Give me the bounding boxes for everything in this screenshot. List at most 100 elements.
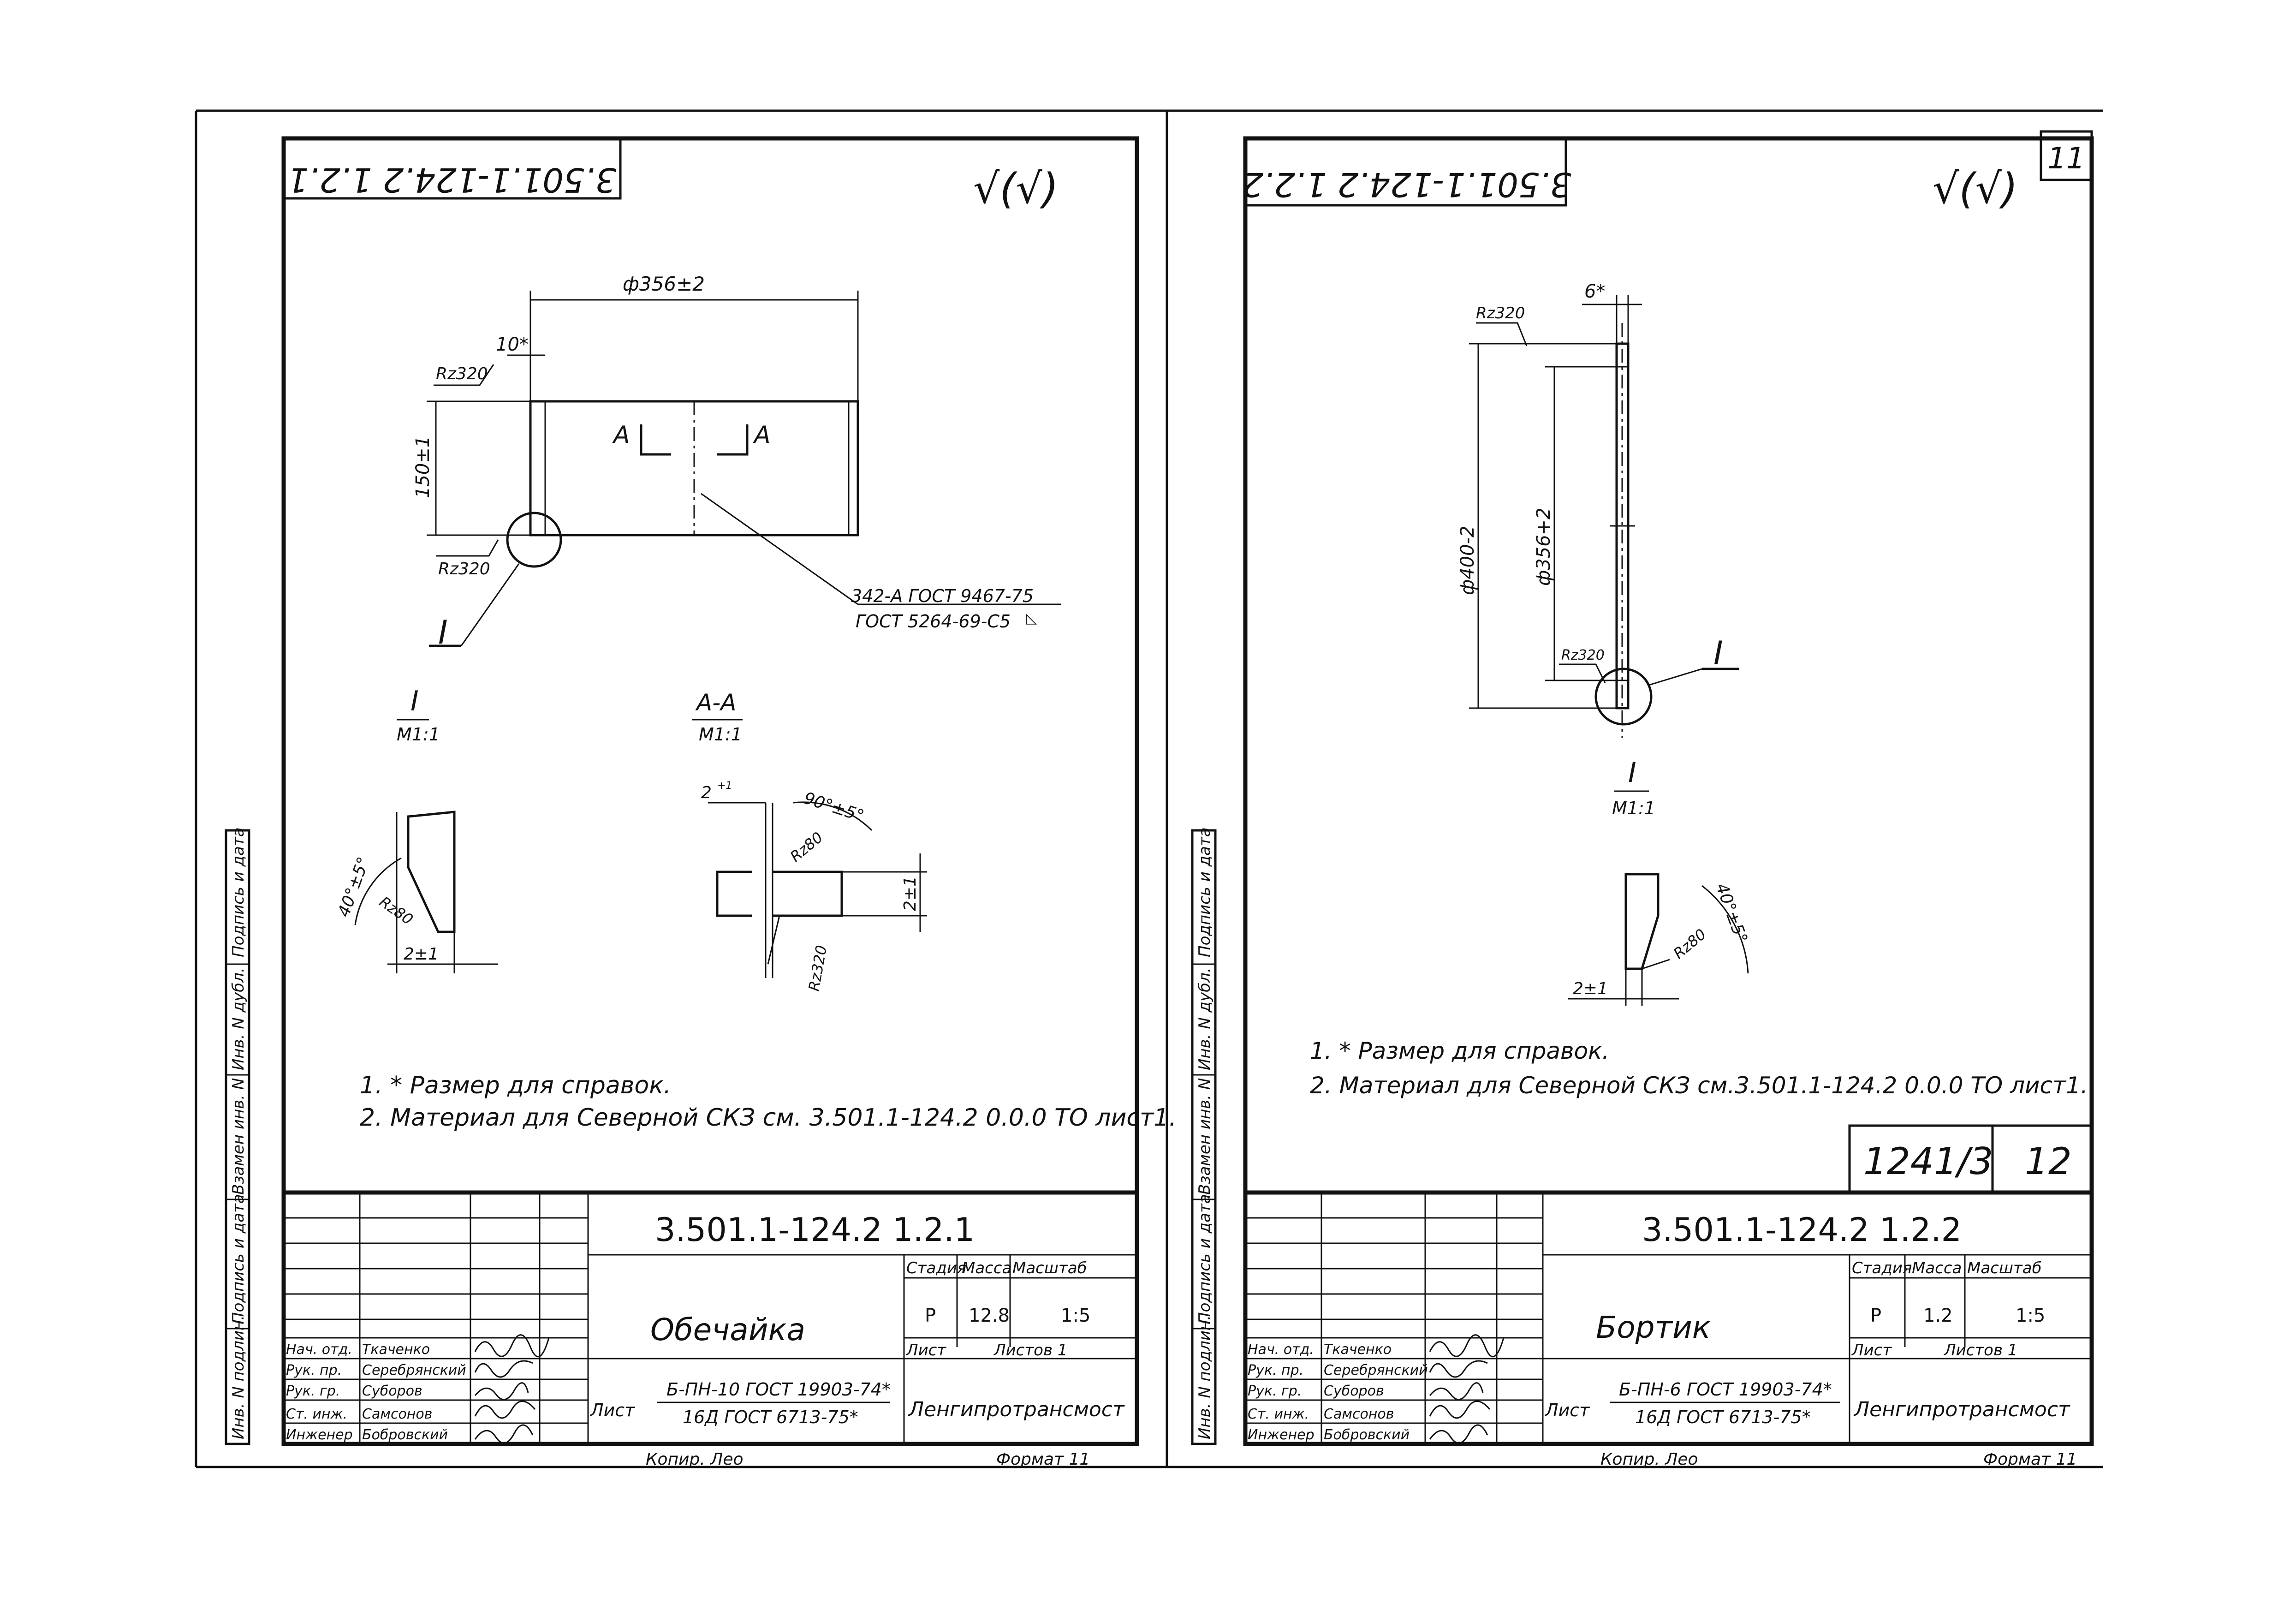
footer-left-2: Копир. Лео <box>1600 1450 1698 1469</box>
footer-right: Формат 11 <box>996 1450 1090 1469</box>
note-2: 2. Материал для Северной СКЗ см. 3.501.1… <box>360 1104 1177 1132</box>
stamp-header-mass: Масса <box>962 1259 1011 1277</box>
material-line-2: 16Д ГОСТ 6713-75* <box>683 1407 858 1427</box>
stamp-organization: Ленгипротрансмост <box>908 1398 1125 1421</box>
stamp2-header-scale: Масштаб <box>1967 1259 2042 1277</box>
album-sheet: 12 <box>2025 1140 2072 1183</box>
signatures-2 <box>1429 1334 1505 1444</box>
roughness-top: Rz320 <box>436 364 488 383</box>
material2-prefix: Лист <box>1544 1400 1590 1420</box>
title-block-2: 3.501.1-124.2 1.2.2 Бортик Стадия Масса … <box>1245 1190 2092 1444</box>
side2-label-4: Подпись и дата <box>1196 1194 1214 1324</box>
side-strip-2: Подпись и дата Инв. N дубл. Взамен инв. … <box>1191 827 1217 1445</box>
side2-label-1: Подпись и дата <box>1196 827 1214 957</box>
title-block: 3.501.1-124.2 1.2.1 Обечайка Стадия Масс… <box>284 1190 1137 1444</box>
roughness-top-2: Rz320 <box>1476 304 1525 322</box>
detail1-scale: М1:1 <box>397 724 440 745</box>
weld-note-2: ГОСТ 5264-69-С5 <box>856 611 1011 632</box>
footer-left: Копир. Лео <box>646 1450 744 1469</box>
note-1: 1. * Размер для справок. <box>360 1072 671 1099</box>
footer-right-2: Формат 11 <box>1983 1450 2077 1469</box>
detail-label-2: I <box>1628 757 1636 789</box>
dim-diameter: ф356±2 <box>623 273 705 295</box>
side-strip: Подпись и дата Инв. N дубл. Взамен инв. … <box>225 827 250 1445</box>
rotated-code-box-2: 3.501.1-124.2 1.2.2 <box>1242 138 1571 207</box>
detail-I-2: I М1:1 40°±5° Rz80 2±1 <box>1568 757 1751 1006</box>
detail2-rough-top: Rz80 <box>787 829 827 865</box>
detail2-gap: 2 <box>701 783 712 802</box>
detail1-label: I <box>410 685 419 717</box>
role2-3: Рук. гр. <box>1248 1383 1302 1399</box>
dim-outer: ф400-2 <box>1457 526 1478 595</box>
side2-label-2: Инв. N дубл. <box>1196 967 1214 1070</box>
drawing-frame-2 <box>1243 136 2094 1446</box>
detail2-label: А-А <box>695 689 736 716</box>
dim-top: 6* <box>1584 281 1605 302</box>
sheet-right: Подпись и дата Инв. N дубл. Взамен инв. … <box>1191 136 2094 1469</box>
stamp-list: Лист <box>905 1341 946 1360</box>
roughness-bottom: Rz320 <box>438 560 490 578</box>
detail-rough-2: Rz80 <box>1670 925 1710 962</box>
detail-I: I М1:1 40°±5° Rz80 2±1 <box>334 685 498 973</box>
stamp-value-mass: 12.8 <box>969 1305 1010 1326</box>
side-label-2: Инв. N дубл. <box>229 967 248 1070</box>
callout-label: I <box>438 614 448 651</box>
material2-line-2: 16Д ГОСТ 6713-75* <box>1635 1407 1811 1427</box>
material-prefix: Лист <box>589 1400 636 1420</box>
dim-wall: 10* <box>496 334 529 355</box>
note2-1: 1. * Размер для справок. <box>1310 1038 1609 1064</box>
section-A-A: А-А М1:1 2 +1 90°±5° Rz80 Rz320 2±1 <box>692 689 927 992</box>
rotated-code: 3.501.1-124.2 1.2.1 <box>287 161 616 199</box>
page-frame <box>195 109 2103 1468</box>
role-5: Инженер <box>286 1427 353 1443</box>
main-view-shell: А А ф356±2 10* 150±1 Rz320 Rz320 I <box>412 273 1061 651</box>
side-label-3: Взамен инв. N <box>229 1078 248 1195</box>
stamp2-value-stage: Р <box>1870 1305 1881 1326</box>
roughness-inner: Rz320 <box>1561 647 1605 663</box>
stamp-header-stage: Стадия <box>906 1259 966 1277</box>
surface-finish-mark-2: √(√) <box>1933 165 2018 213</box>
name2-2: Серебрянский <box>1324 1362 1428 1378</box>
sheet-left: Подпись и дата Инв. N дубл. Взамен инв. … <box>225 136 1177 1469</box>
side2-label-5: Инв. N подлин. <box>1196 1315 1214 1439</box>
stamp2-organization: Ленгипротрансмост <box>1853 1398 2070 1421</box>
role-3: Рук. гр. <box>286 1383 340 1399</box>
role-1: Нач. отд. <box>286 1342 352 1358</box>
section-mark-left: А <box>612 421 630 449</box>
callout-label-2: I <box>1713 634 1723 672</box>
role2-4: Ст. инж. <box>1248 1406 1309 1422</box>
side-label-4: Подпись и дата <box>229 1194 248 1324</box>
detail2-rough-bottom: Rz320 <box>805 944 830 992</box>
album-code: 1241/3 <box>1863 1140 1993 1183</box>
stamp-value-stage: Р <box>925 1305 936 1326</box>
name2-1: Ткаченко <box>1324 1342 1392 1358</box>
section-mark-right: А <box>753 421 771 449</box>
stamp2-header-mass: Масса <box>1912 1259 1962 1277</box>
detail-gap-2: 2±1 <box>1573 979 1608 998</box>
sheet-code: 3.501.1-124.2 1.2.1 <box>655 1211 975 1249</box>
role2-2: Рук. пр. <box>1248 1362 1303 1378</box>
dim-inner: ф356+2 <box>1533 507 1554 586</box>
detail-scale-2: М1:1 <box>1612 798 1655 818</box>
name-3: Суборов <box>362 1383 422 1399</box>
detail1-gap: 2±1 <box>404 945 439 964</box>
role-2: Рук. пр. <box>286 1362 342 1378</box>
dim-height: 150±1 <box>412 436 434 498</box>
name-5: Бобровский <box>362 1427 448 1443</box>
detail2-scale: М1:1 <box>699 724 742 745</box>
name2-4: Самсонов <box>1324 1406 1394 1422</box>
surface-finish-mark: √(√) <box>973 165 1059 213</box>
signatures <box>474 1334 550 1444</box>
name-2: Серебрянский <box>362 1362 466 1378</box>
page-number: 11 <box>2047 142 2085 176</box>
detail2-angle: 90°±5° <box>801 789 866 826</box>
note2-2: 2. Материал для Северной СКЗ см.3.501.1-… <box>1310 1072 2088 1099</box>
name-4: Самсонов <box>362 1406 432 1422</box>
stamp2-listov: Листов 1 <box>1943 1341 2017 1360</box>
detail2-gap-tol: +1 <box>717 780 732 792</box>
role-4: Ст. инж. <box>286 1406 347 1422</box>
album-box: 1241/3 12 <box>1848 1124 2093 1194</box>
stamp2-value-mass: 1.2 <box>1923 1305 1953 1326</box>
stamp2-header-stage: Стадия <box>1852 1259 1912 1277</box>
